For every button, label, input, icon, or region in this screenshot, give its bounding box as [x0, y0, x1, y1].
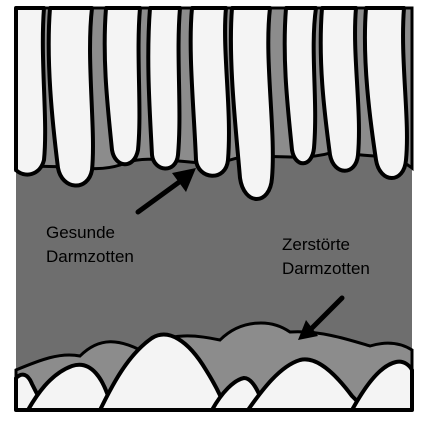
healthy-villi-group — [16, 8, 407, 199]
destroyed-villi-label-line1: Zerstörte — [282, 235, 350, 254]
healthy-villi-label-line2: Darmzotten — [46, 247, 134, 266]
healthy-villi-label-line1: Gesunde — [46, 223, 115, 242]
healthy-villus — [285, 8, 316, 163]
healthy-villus — [191, 8, 229, 176]
healthy-villus — [49, 8, 93, 186]
healthy-villus — [16, 8, 45, 175]
healthy-villus — [148, 8, 180, 169]
healthy-villus — [105, 8, 140, 164]
destroyed-villi-label-line2: Darmzotten — [282, 259, 370, 278]
